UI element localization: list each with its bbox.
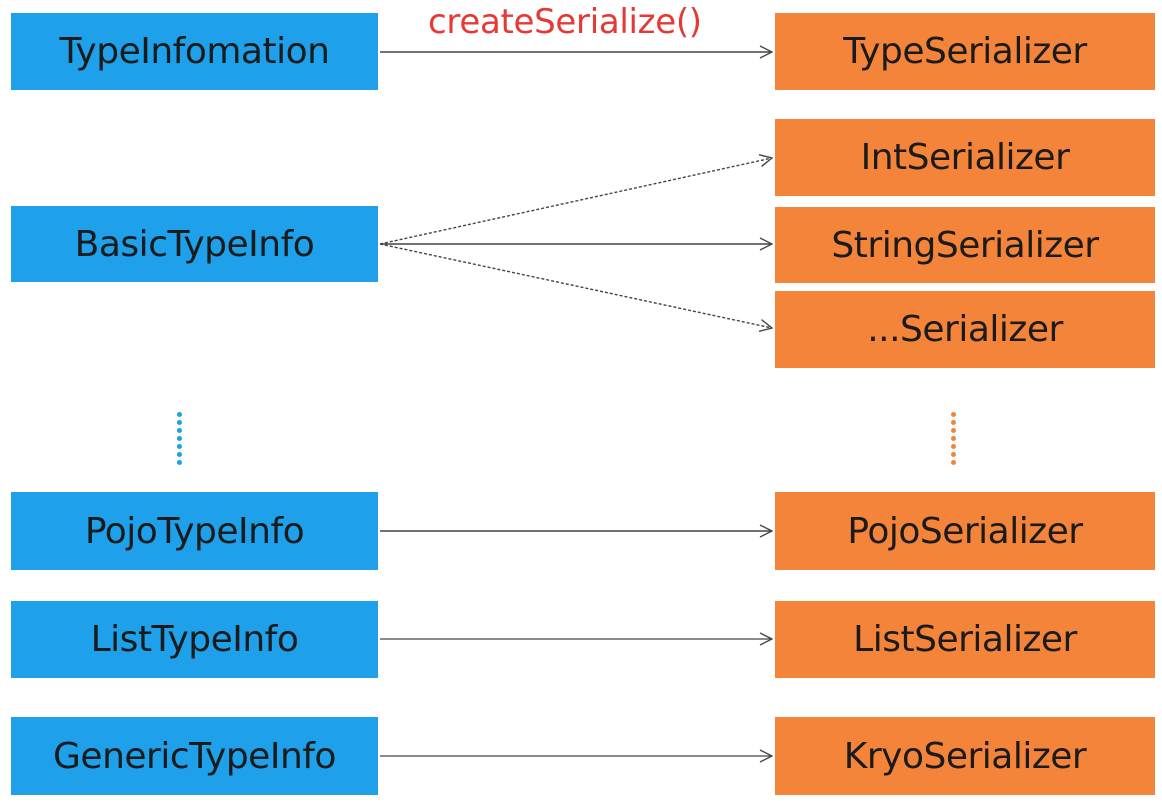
kryo-serializer-box: KryoSerializer [775, 717, 1155, 795]
string-serializer-box: StringSerializer [775, 207, 1155, 283]
left-ellipsis [177, 412, 183, 468]
pojo-type-info-box: PojoTypeInfo [11, 492, 378, 570]
right-ellipsis [951, 412, 957, 468]
method-label: createSerialize() [428, 2, 702, 42]
type-serializer-box: TypeSerializer [775, 13, 1155, 90]
int-serializer-box: IntSerializer [775, 119, 1155, 196]
other-serializer-box: ...Serializer [775, 291, 1155, 368]
arrow-basic-to-other [379, 243, 772, 328]
list-serializer-box: ListSerializer [775, 601, 1155, 678]
pojo-serializer-box: PojoSerializer [775, 492, 1155, 570]
arrow-basic-to-int [379, 158, 772, 245]
list-type-info-box: ListTypeInfo [11, 601, 378, 678]
typeinfomation-box: TypeInfomation [11, 13, 378, 90]
basic-type-info-box: BasicTypeInfo [11, 206, 378, 282]
generic-type-info-box: GenericTypeInfo [11, 717, 378, 795]
